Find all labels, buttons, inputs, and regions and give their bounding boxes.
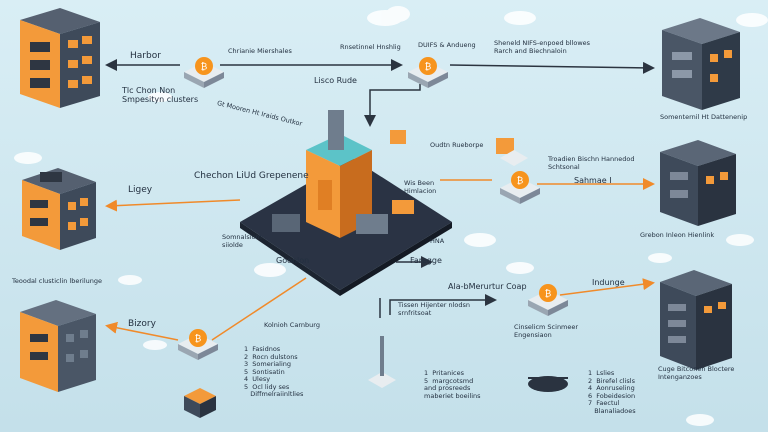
label-seen: Somnalsiom siiolde (222, 233, 262, 249)
label-top-right: Sheneld NIFS-enpoed bllowes Rarch and Bi… (494, 39, 591, 55)
label-center-bottom: Goonlon (276, 256, 310, 265)
building-right-middle (660, 140, 736, 226)
label-top-mid-1: Chrianie Miershales (228, 47, 292, 55)
label-sahmae: Sahmae I (574, 176, 612, 185)
coin-pads: ₿ ₿ ₿ ₿ ₿ (178, 57, 568, 360)
svg-text:₿: ₿ (517, 176, 524, 187)
label-indunge: Indunge (592, 278, 625, 287)
svg-text:₿: ₿ (201, 62, 208, 73)
svg-text:₿: ₿ (545, 289, 552, 300)
clouds (14, 6, 768, 426)
label-faregge: Faregge (410, 256, 442, 265)
building-top-right (662, 18, 740, 110)
list-right: 1 Lslies 2 Birefel clisls 4 Aonruseling … (588, 369, 636, 415)
label-ala: Ala-bMerurtur Coap (448, 282, 527, 291)
svg-text:₿: ₿ (425, 62, 432, 73)
label-kinlein: Kolnioh Carnburg (264, 321, 320, 329)
label-top-mid-2: Rnsetinnel Hnshlig (340, 43, 401, 51)
label-ligey: Ligey (128, 185, 153, 195)
label-right-top-desc: Somenternil Ht Dattenenip (660, 113, 748, 121)
label-hna: HNA (430, 237, 445, 245)
list-left: 1 Fasidnos 2 Rocn dulstons 3 Somerialing… (244, 345, 304, 398)
label-top-mid-3: DUIFS & Andueng (418, 41, 476, 49)
label-lisco: Lisco Rude (314, 76, 357, 85)
building-right-bottom (660, 270, 732, 370)
label-bizory: Bizory (128, 319, 156, 329)
label-left-center: Chechon LiUd Grepenene (194, 171, 309, 181)
label-stat-mid: Cinselicm Scinmeer Engensiaon (514, 323, 579, 339)
label-tracken: Troadien Bischn Hannedod Schtsonal (548, 155, 635, 171)
svg-text:₿: ₿ (195, 334, 202, 345)
dark-arrows (105, 59, 655, 318)
list-mid: 1 Pritanices 5 margcotsmd and prosreeds … (424, 369, 481, 400)
orange-arrows (105, 178, 655, 341)
label-top-left-desc: Tlc Chon Non Smpesityn clusters (122, 86, 199, 104)
building-left-middle (22, 168, 96, 250)
building-top-left (20, 8, 100, 108)
label-left-bottom-desc: Teoodal clusticlin lberilunge (12, 277, 102, 285)
label-harbor: Harbor (130, 51, 161, 61)
label-right-bottom-desc: Cuge Bitconen Bloctere Intenganzoes (658, 365, 735, 381)
central-hub (240, 110, 514, 296)
label-tissen: Tissen Hijenter nlodsn srnfritsoat (398, 301, 470, 317)
label-grebon: Grebon Inleon Hienlink (640, 231, 715, 239)
small-objects (184, 150, 568, 418)
label-oudn: Oudtn Rueborpe (430, 141, 484, 149)
building-left-bottom (20, 300, 96, 392)
label-wis-been: Wis Been Himlacion (404, 179, 437, 195)
